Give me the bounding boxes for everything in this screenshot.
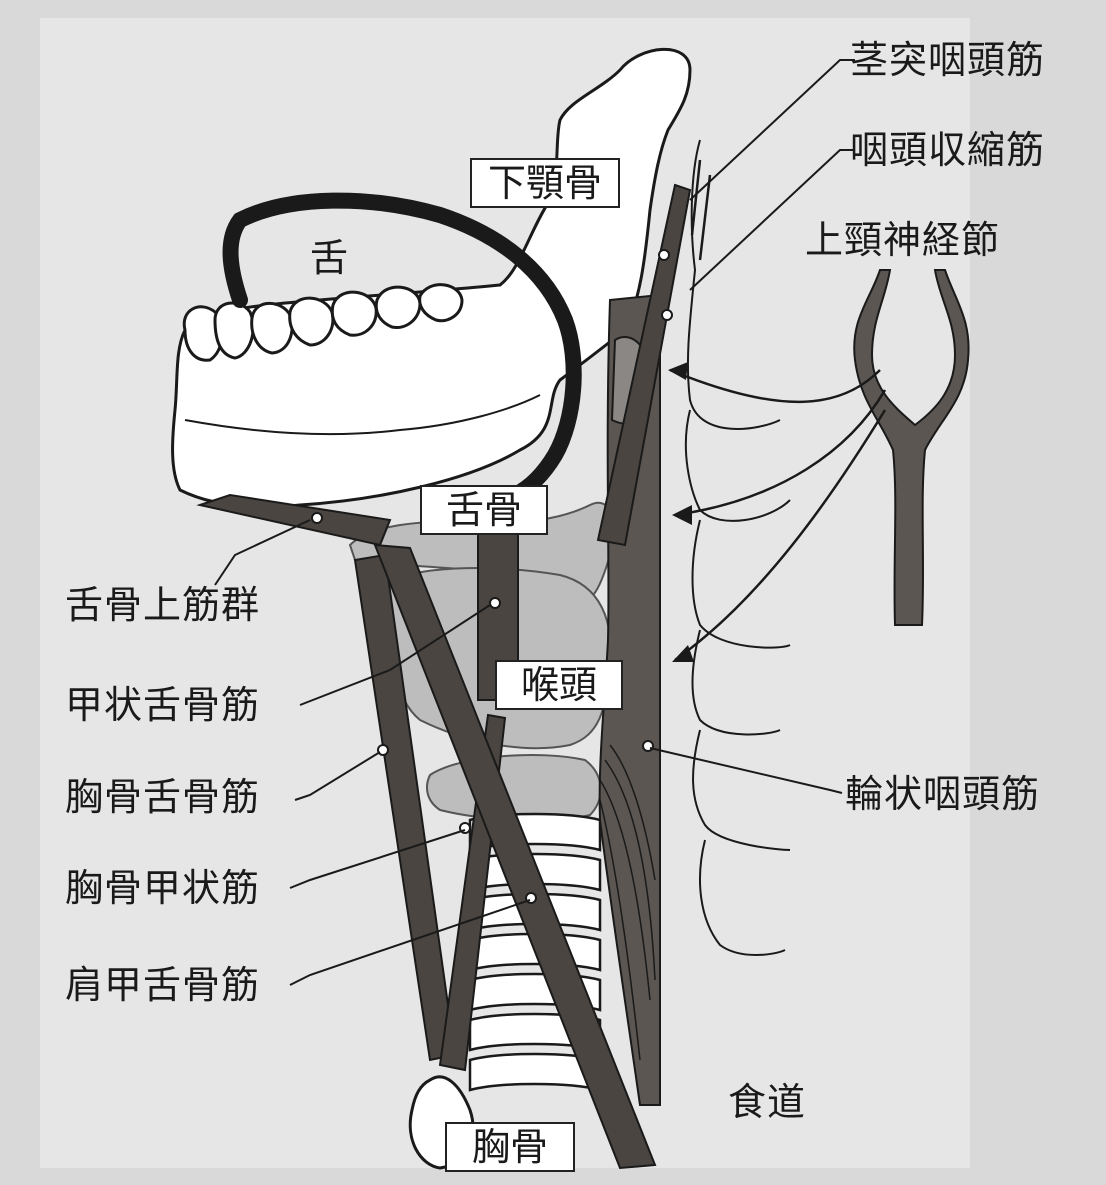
hyoid-box-label: 舌骨 bbox=[420, 485, 548, 535]
mandible-box-label: 下顎骨 bbox=[470, 158, 620, 208]
omohyoid-label: 肩甲舌骨筋 bbox=[65, 963, 260, 1007]
sternohyoid-label: 胸骨舌骨筋 bbox=[65, 775, 260, 819]
cricopharyngeus-label: 輪状咽頭筋 bbox=[845, 772, 1040, 816]
stylopharyngeus-label: 茎突咽頭筋 bbox=[850, 38, 1045, 82]
sternothyroid-label: 胸骨甲状筋 bbox=[65, 866, 260, 910]
thyrohyoid-label: 甲状舌骨筋 bbox=[65, 683, 260, 727]
esophagus-label: 食道 bbox=[728, 1080, 806, 1124]
sternum-box-label: 胸骨 bbox=[445, 1122, 575, 1172]
superior-cervical-ganglion-label: 上頸神経節 bbox=[805, 218, 1000, 262]
tongue-label: 舌 bbox=[310, 236, 349, 280]
larynx-box-label: 喉頭 bbox=[495, 660, 623, 710]
suprahyoid-muscles-label: 舌骨上筋群 bbox=[65, 583, 260, 627]
pharyngeal-constrictor-label: 咽頭収縮筋 bbox=[850, 128, 1045, 172]
